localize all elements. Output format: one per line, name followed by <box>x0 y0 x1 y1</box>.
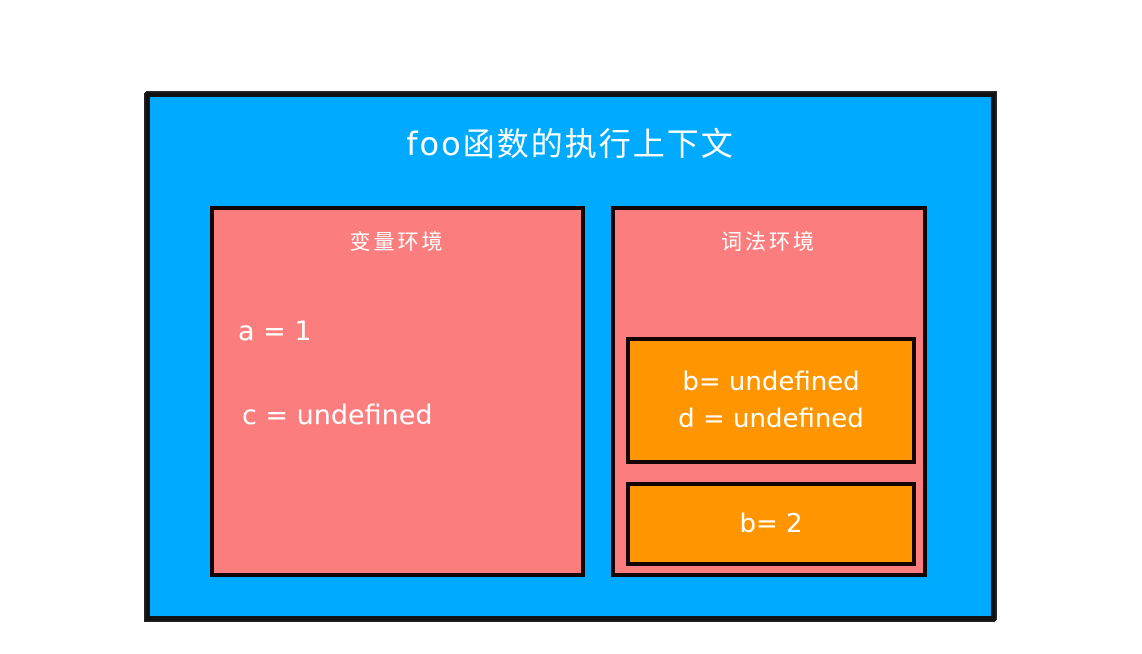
variable-binding-a: a = 1 <box>238 316 312 347</box>
scope-binding-d-undefined: d = undefined <box>678 403 864 434</box>
variable-environment-title: 变量环境 <box>349 230 446 254</box>
scope-binding-b-2: b= 2 <box>739 508 803 539</box>
variable-binding-c: c = undefined <box>242 400 433 431</box>
execution-context-title: foo函数的执行上下文 <box>406 125 735 163</box>
scope-binding-b-undefined: b= undefined <box>682 366 860 397</box>
variable-environment-panel: 变量环境 a = 1 c = undefined <box>210 206 585 577</box>
lexical-environment-title: 词法环境 <box>721 230 817 254</box>
lexical-scope-block-hoisted: b= undefined d = undefined <box>626 337 916 464</box>
lexical-scope-block-assigned: b= 2 <box>626 482 916 566</box>
lexical-environment-panel: 词法环境 b= undefined d = undefined b= 2 <box>611 206 927 577</box>
execution-context-box: foo函数的执行上下文 变量环境 a = 1 c = undefined 词法环… <box>146 93 995 620</box>
